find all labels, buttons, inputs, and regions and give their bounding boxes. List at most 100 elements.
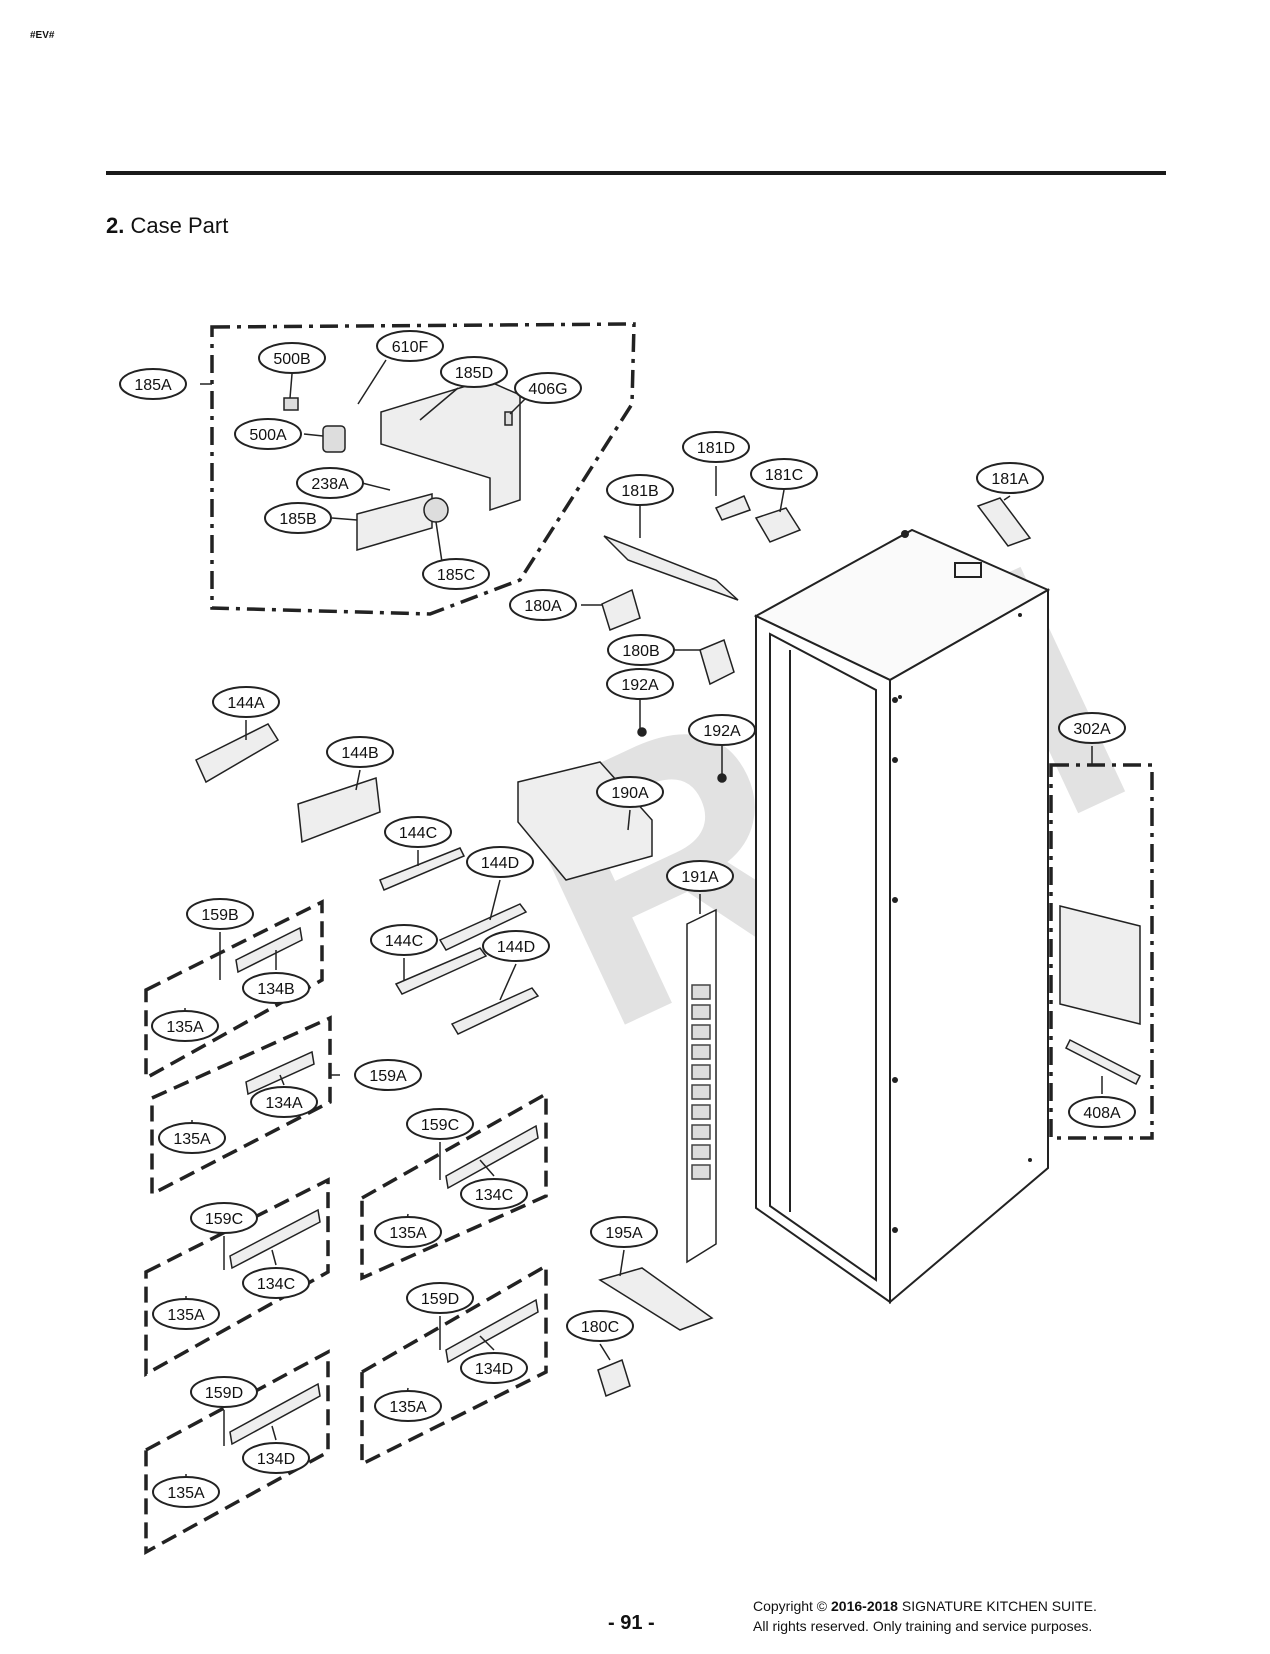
callout-bubble [466, 846, 534, 878]
top-rule [106, 171, 1166, 175]
callout-label: 159C [205, 1211, 243, 1228]
callout-label: 144D [481, 855, 519, 872]
callout-bubble [509, 589, 577, 621]
rights-line: All rights reserved. Only training and s… [753, 1618, 1093, 1634]
callout-label: 159D [421, 1291, 459, 1308]
group-outline-159B [144, 899, 324, 1081]
group-outline-159A [150, 1015, 332, 1197]
callout-bubble [590, 1216, 658, 1248]
callout-135A-2: 135A [158, 1122, 226, 1154]
callout-label: 195A [605, 1225, 643, 1242]
part-185C [423, 497, 449, 523]
callout-144A: 144A [212, 686, 280, 718]
part-191A-panel [686, 908, 717, 1264]
callout-134B: 134B [242, 972, 310, 1004]
callout-bubble [682, 431, 750, 463]
callout-408A: 408A [1068, 1096, 1136, 1128]
callout-label: 144C [385, 933, 423, 950]
callout-label: 134B [257, 981, 294, 998]
part-134C-rail-left [229, 1208, 321, 1270]
callout-bubble [234, 418, 302, 450]
part-181D [714, 495, 752, 521]
callout-bubble [354, 1059, 422, 1091]
callout-label: 181A [991, 471, 1029, 488]
callout-label: 135A [167, 1485, 205, 1502]
callout-label: 144C [399, 825, 437, 842]
part-408A [1064, 1038, 1142, 1086]
callout-bubble [326, 736, 394, 768]
callout-bubble [460, 1352, 528, 1384]
callout-bubble [151, 1010, 219, 1042]
callout-bubble [406, 1108, 474, 1140]
part-185D [380, 379, 521, 512]
callout-label: 191A [681, 869, 719, 886]
callout-159D-2: 159D [406, 1282, 474, 1314]
callout-label: 159B [201, 907, 238, 924]
part-180A [601, 588, 641, 631]
group-outline-159C-right [360, 1091, 548, 1281]
callout-bubble [190, 1376, 258, 1408]
callout-label: 192A [703, 723, 741, 740]
page-number: - 91 - [608, 1612, 655, 1634]
copyright-years: 2016-2018 [831, 1598, 898, 1614]
callout-label: 135A [167, 1307, 205, 1324]
callout-191A: 191A [666, 860, 734, 892]
callout-label: 135A [389, 1399, 427, 1416]
callout-label: 185A [134, 377, 172, 394]
callout-134D-2: 134D [460, 1352, 528, 1384]
callout-label: 144B [341, 745, 378, 762]
callout-bubble [250, 1086, 318, 1118]
callout-bubble [566, 1310, 634, 1342]
callout-bubble [422, 558, 490, 590]
part-134D-rail-left [229, 1382, 321, 1446]
callout-label: 180A [524, 598, 562, 615]
callout-labels: 185A500B610F185D406G500A238A185B185C181D… [119, 330, 1136, 1508]
part-134D-rail-right [445, 1298, 539, 1364]
section-number: 2. [106, 213, 125, 238]
callout-144D-1: 144D [466, 846, 534, 878]
part-192A-1 [637, 727, 647, 737]
copyright-line: Copyright © 2016-2018 SIGNATURE KITCHEN … [753, 1596, 1097, 1616]
part-181A [976, 497, 1032, 547]
callout-bubble [606, 474, 674, 506]
part-180B [699, 638, 735, 686]
callout-134A: 134A [250, 1086, 318, 1118]
callout-bubble [440, 356, 508, 388]
callout-label: 159C [421, 1117, 459, 1134]
callout-500B: 500B [258, 342, 326, 374]
callout-label: 135A [166, 1019, 204, 1036]
part-134B-rail [235, 926, 303, 974]
callout-bubble [1058, 712, 1126, 744]
callout-134D-1: 134D [242, 1442, 310, 1474]
callout-135A-1: 135A [151, 1010, 219, 1042]
part-144B [297, 776, 381, 844]
callout-label: 190A [611, 785, 649, 802]
callout-180A: 180A [509, 589, 577, 621]
part-144D-1 [438, 903, 528, 951]
part-134C-rail-right [445, 1124, 539, 1190]
callout-label: 159D [205, 1385, 243, 1402]
callout-bubble [242, 972, 310, 1004]
group-outline-159C-left [144, 1177, 330, 1377]
callout-159C-1: 159C [406, 1108, 474, 1140]
callout-label: 185B [279, 511, 316, 528]
callout-bubble [1068, 1096, 1136, 1128]
callout-bubble [152, 1298, 220, 1330]
callout-134C-1: 134C [460, 1178, 528, 1210]
callout-144B: 144B [326, 736, 394, 768]
part-144C-1 [379, 847, 466, 891]
callout-label: 180B [622, 643, 659, 660]
header-tag: #EV# [30, 30, 55, 41]
part-406G [504, 411, 513, 426]
callout-label: 159A [369, 1068, 407, 1085]
callout-192A-1: 192A [606, 668, 674, 700]
callout-label: 610F [392, 339, 429, 356]
part-144A [195, 723, 280, 784]
part-144D-2 [450, 987, 540, 1035]
callout-144D-2: 144D [482, 930, 550, 962]
copyright-owner: SIGNATURE KITCHEN SUITE. [897, 1598, 1097, 1614]
section-title: 2. Case Part [106, 213, 228, 239]
callout-238A: 238A [296, 467, 364, 499]
callout-bubble [384, 816, 452, 848]
part-500B [283, 397, 299, 411]
